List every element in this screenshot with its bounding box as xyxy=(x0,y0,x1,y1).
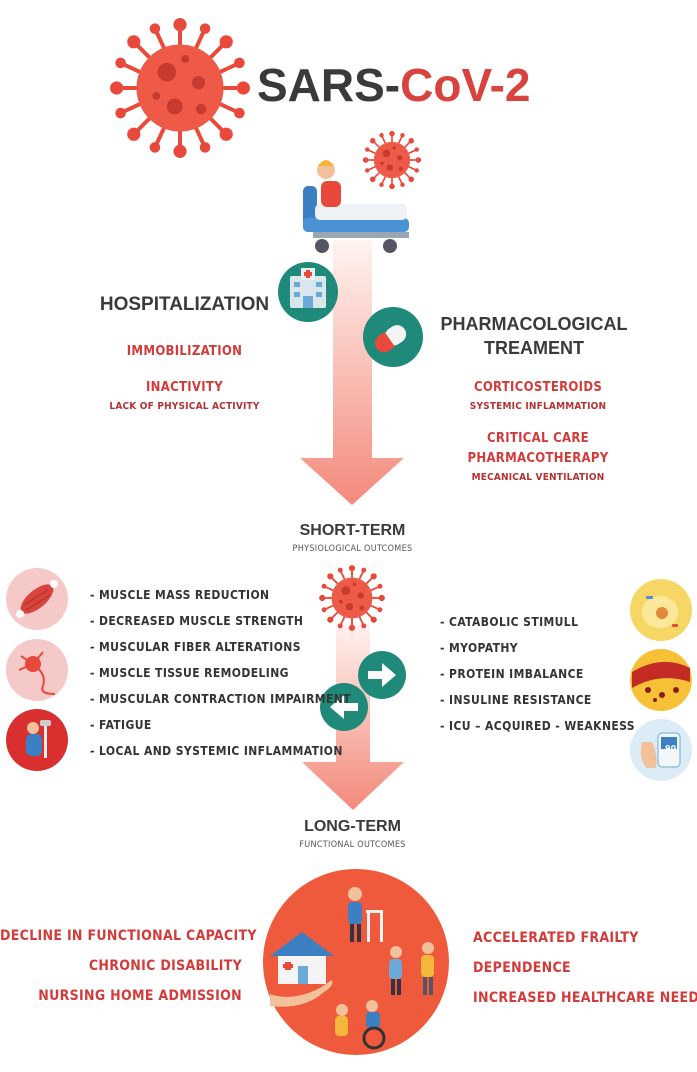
wheelchair-icon xyxy=(335,1000,386,1050)
short-term-right-list: - CATABOLIC STIMULL - MYOPATHY - PROTEIN… xyxy=(440,615,635,745)
glucometer-icon xyxy=(630,719,692,781)
list-item: INCREASED HEALTHCARE NEEDS xyxy=(473,990,697,1006)
list-item: - MUSCLE TISSUE REMODELING xyxy=(90,666,289,680)
caregiver-icon xyxy=(389,942,434,995)
list-item: - INSULINE RESISTANCE xyxy=(440,693,592,707)
list-item: - MUSCULAR CONTRACTION IMPAIRMENT xyxy=(90,692,351,706)
corticosteroids-label: CORTICOSTEROIDS xyxy=(473,380,603,395)
list-item: ACCELERATED FRAILTY xyxy=(473,930,639,946)
elderly-walker-icon xyxy=(348,887,383,942)
list-item: - MYOPATHY xyxy=(440,641,518,655)
long-term-subheading: FUNCTIONAL OUTCOMES xyxy=(299,840,406,850)
long-term-heading: LONG-TERM xyxy=(304,818,401,835)
page-title: SARS-CoV-2 xyxy=(257,58,531,112)
list-item: CHRONIC DISABILITY xyxy=(88,958,242,974)
virus-icon-large xyxy=(108,16,252,160)
muscle-icon xyxy=(6,568,68,630)
long-term-left-list: DECLINE IN FUNCTIONAL CAPACITY CHRONIC D… xyxy=(0,928,257,1018)
corticosteroids-detail: SYSTEMIC INFLAMMATION xyxy=(469,401,607,412)
critical-care-line1: CRITICAL CARE xyxy=(487,431,589,446)
list-item: - CATABOLIC STIMULL xyxy=(440,615,579,629)
inactivity-detail: LACK OF PHYSICAL ACTIVITY xyxy=(109,401,260,412)
list-item: - MUSCULAR FIBER ALTERATIONS xyxy=(90,640,301,654)
short-term-heading: SHORT-TERM xyxy=(299,522,406,539)
pharma-heading-line1: PHARMACOLOGICAL xyxy=(440,314,628,334)
list-item: - ICU – ACQUIRED - WEAKNESS xyxy=(440,719,635,733)
pills-icon xyxy=(363,307,423,367)
list-item: - FATIGUE xyxy=(90,718,152,732)
house-icon xyxy=(270,932,334,1007)
blood-vessel-icon xyxy=(630,649,692,711)
exchange-arrows-icon xyxy=(320,651,406,731)
title-part-2: CoV-2 xyxy=(400,59,531,111)
list-item: DEPENDENCE xyxy=(473,960,571,976)
critical-care-line2: PHARMACOTHERAPY xyxy=(467,451,609,466)
inactivity-label: INACTIVITY xyxy=(146,380,223,395)
list-item: - DECREASED MUSCLE STRENGTH xyxy=(90,614,304,628)
glucometer-reading: 90 xyxy=(665,744,677,753)
short-term-left-list: - MUSCLE MASS REDUCTION - DECREASED MUSC… xyxy=(90,588,351,770)
virus-icon-middle xyxy=(318,564,386,632)
pharma-heading-line2: TREAMENT xyxy=(484,338,584,358)
list-item: - MUSCLE MASS REDUCTION xyxy=(90,588,270,602)
long-term-right-list: ACCELERATED FRAILTY DEPENDENCE INCREASED… xyxy=(473,930,697,1020)
neuron-icon xyxy=(6,639,68,701)
hospital-bed-icon xyxy=(303,160,409,253)
list-item: NURSING HOME ADMISSION xyxy=(38,988,242,1004)
flow-arrow-top xyxy=(300,240,404,505)
hospitalization-heading: HOSPITALIZATION xyxy=(99,294,270,315)
list-item: - LOCAL AND SYSTEMIC INFLAMMATION xyxy=(90,744,343,758)
short-term-subheading: PHYSIOLOGICAL OUTCOMES xyxy=(292,544,413,554)
hospital-icon xyxy=(278,262,338,322)
list-item: - PROTEIN IMBALANCE xyxy=(440,667,584,681)
cell-icon xyxy=(630,579,692,641)
elderly-care-illustration xyxy=(263,869,449,1055)
title-part-1: SARS- xyxy=(257,59,401,111)
virus-icon-small xyxy=(362,130,422,190)
list-item: DECLINE IN FUNCTIONAL CAPACITY xyxy=(0,928,257,944)
immobilization-label: IMMOBILIZATION xyxy=(126,344,243,359)
fatigue-person-icon xyxy=(6,709,68,771)
critical-care-detail: MECANICAL VENTILATION xyxy=(471,472,605,483)
